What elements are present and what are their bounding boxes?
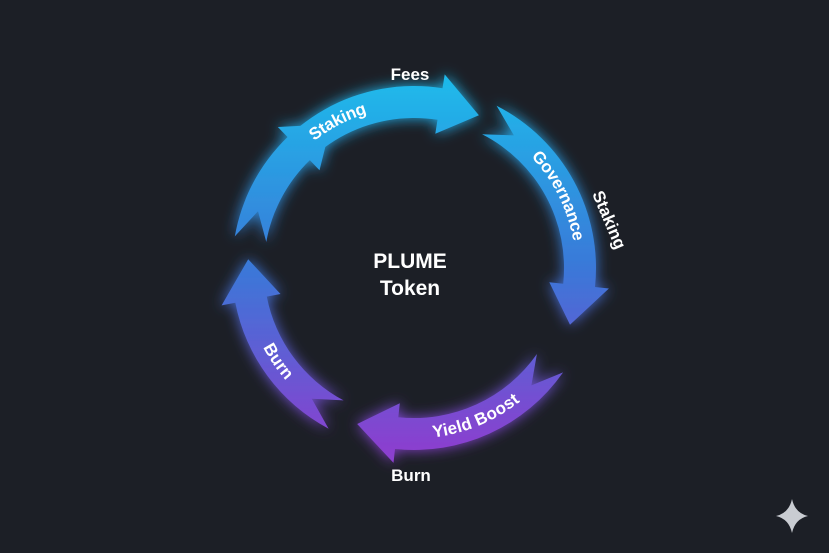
cycle-arrow-governance bbox=[482, 105, 609, 325]
cycle-arrow-left bbox=[234, 124, 331, 242]
center-title-line2: Token bbox=[380, 277, 440, 300]
sparkle-icon bbox=[776, 499, 808, 533]
cycle-arrow-burn bbox=[221, 259, 344, 429]
cycle-arrow-yield-boost bbox=[357, 354, 564, 463]
outer-label-fees: Fees bbox=[391, 65, 430, 84]
outer-label-burn: Burn bbox=[391, 466, 431, 485]
outer-label-staking: Staking bbox=[588, 188, 629, 252]
center-title-line1: PLUME bbox=[373, 250, 447, 273]
cycle-arrow-staking bbox=[245, 74, 479, 212]
